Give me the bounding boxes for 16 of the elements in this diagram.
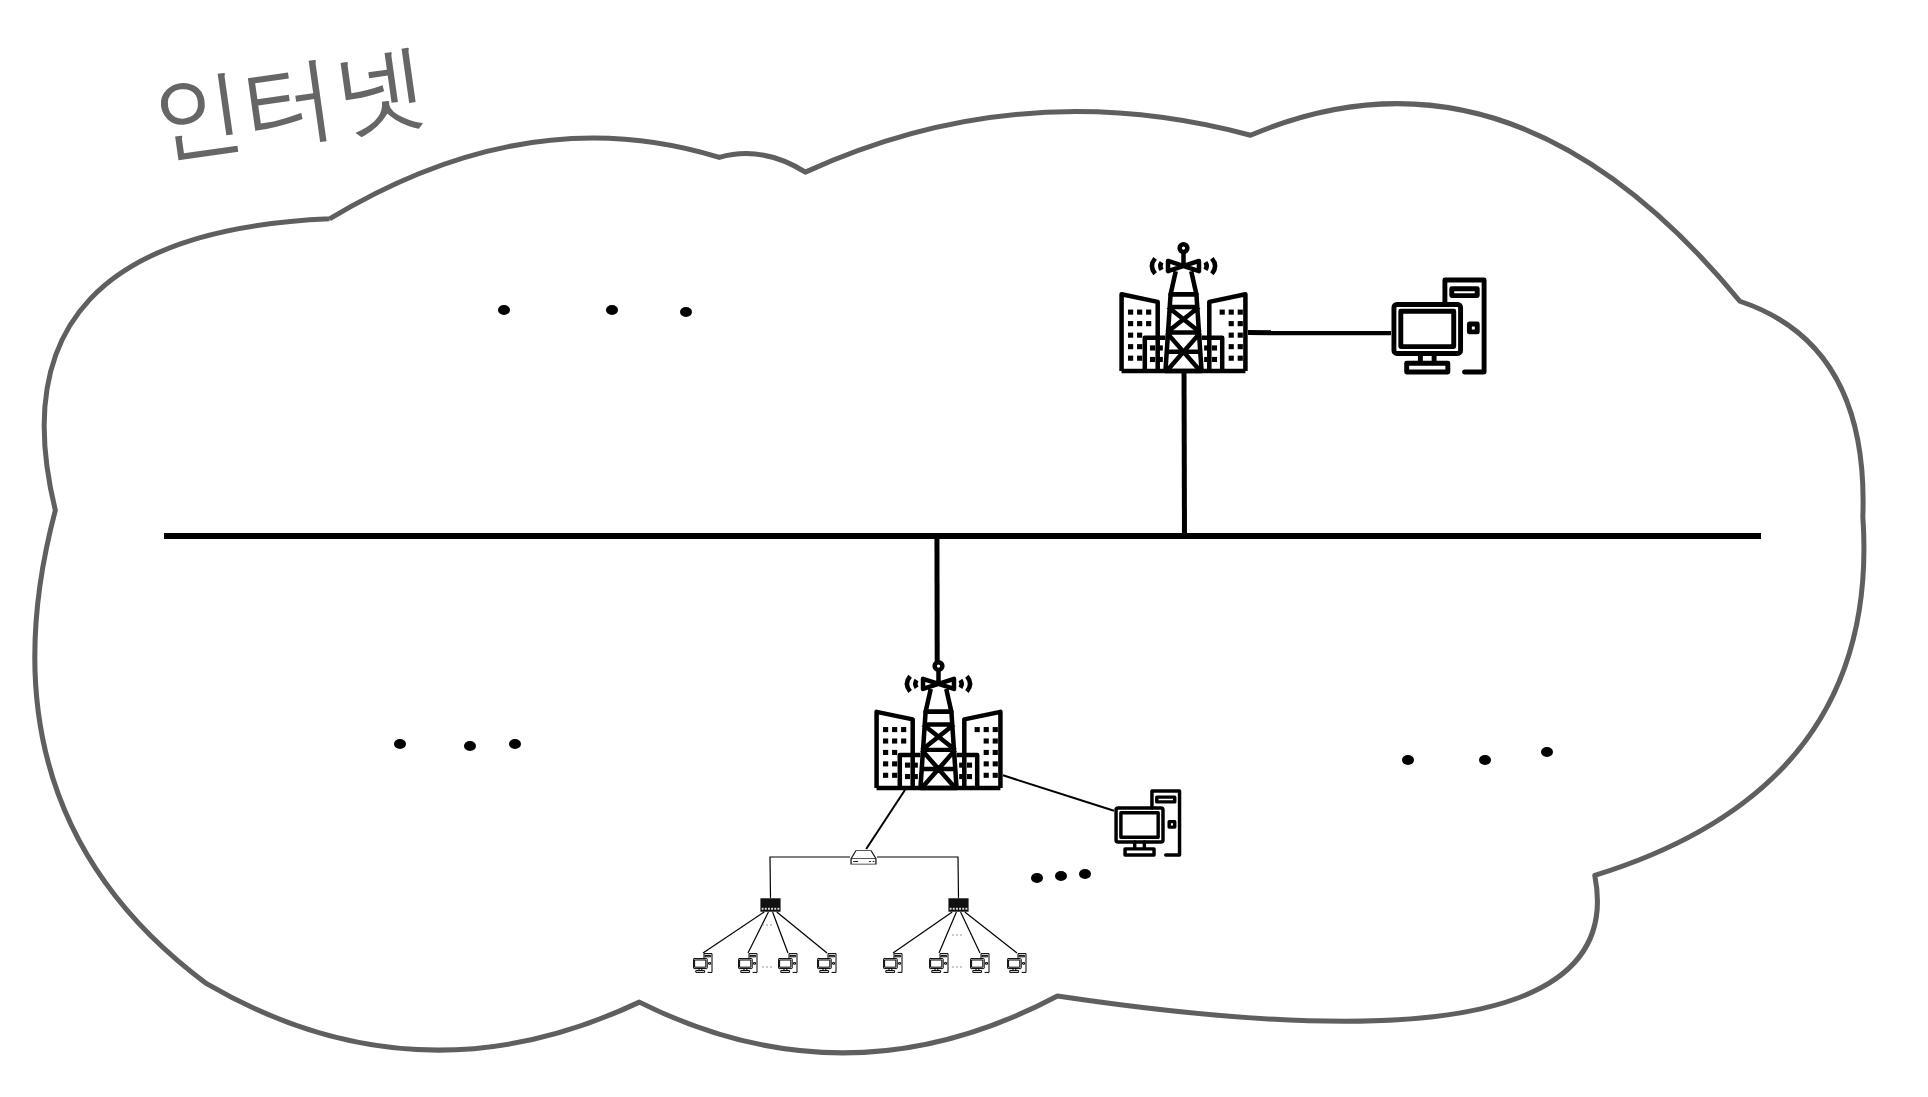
connector-line bbox=[776, 911, 828, 954]
connector-line bbox=[876, 856, 960, 899]
connector-line bbox=[1248, 330, 1391, 336]
connector-line bbox=[964, 911, 1018, 954]
connector-line bbox=[938, 911, 957, 954]
cloud-title: 인터넷 bbox=[145, 32, 434, 172]
connector-line bbox=[1002, 774, 1115, 812]
connector-line bbox=[702, 911, 765, 954]
connector-line bbox=[747, 911, 769, 954]
connector-line bbox=[769, 856, 851, 899]
connector-line bbox=[1181, 371, 1187, 533]
connector-line bbox=[934, 539, 940, 661]
connector-line bbox=[960, 911, 981, 954]
connector-line bbox=[865, 787, 908, 850]
connector-line bbox=[892, 911, 953, 954]
connector-line bbox=[772, 911, 789, 954]
